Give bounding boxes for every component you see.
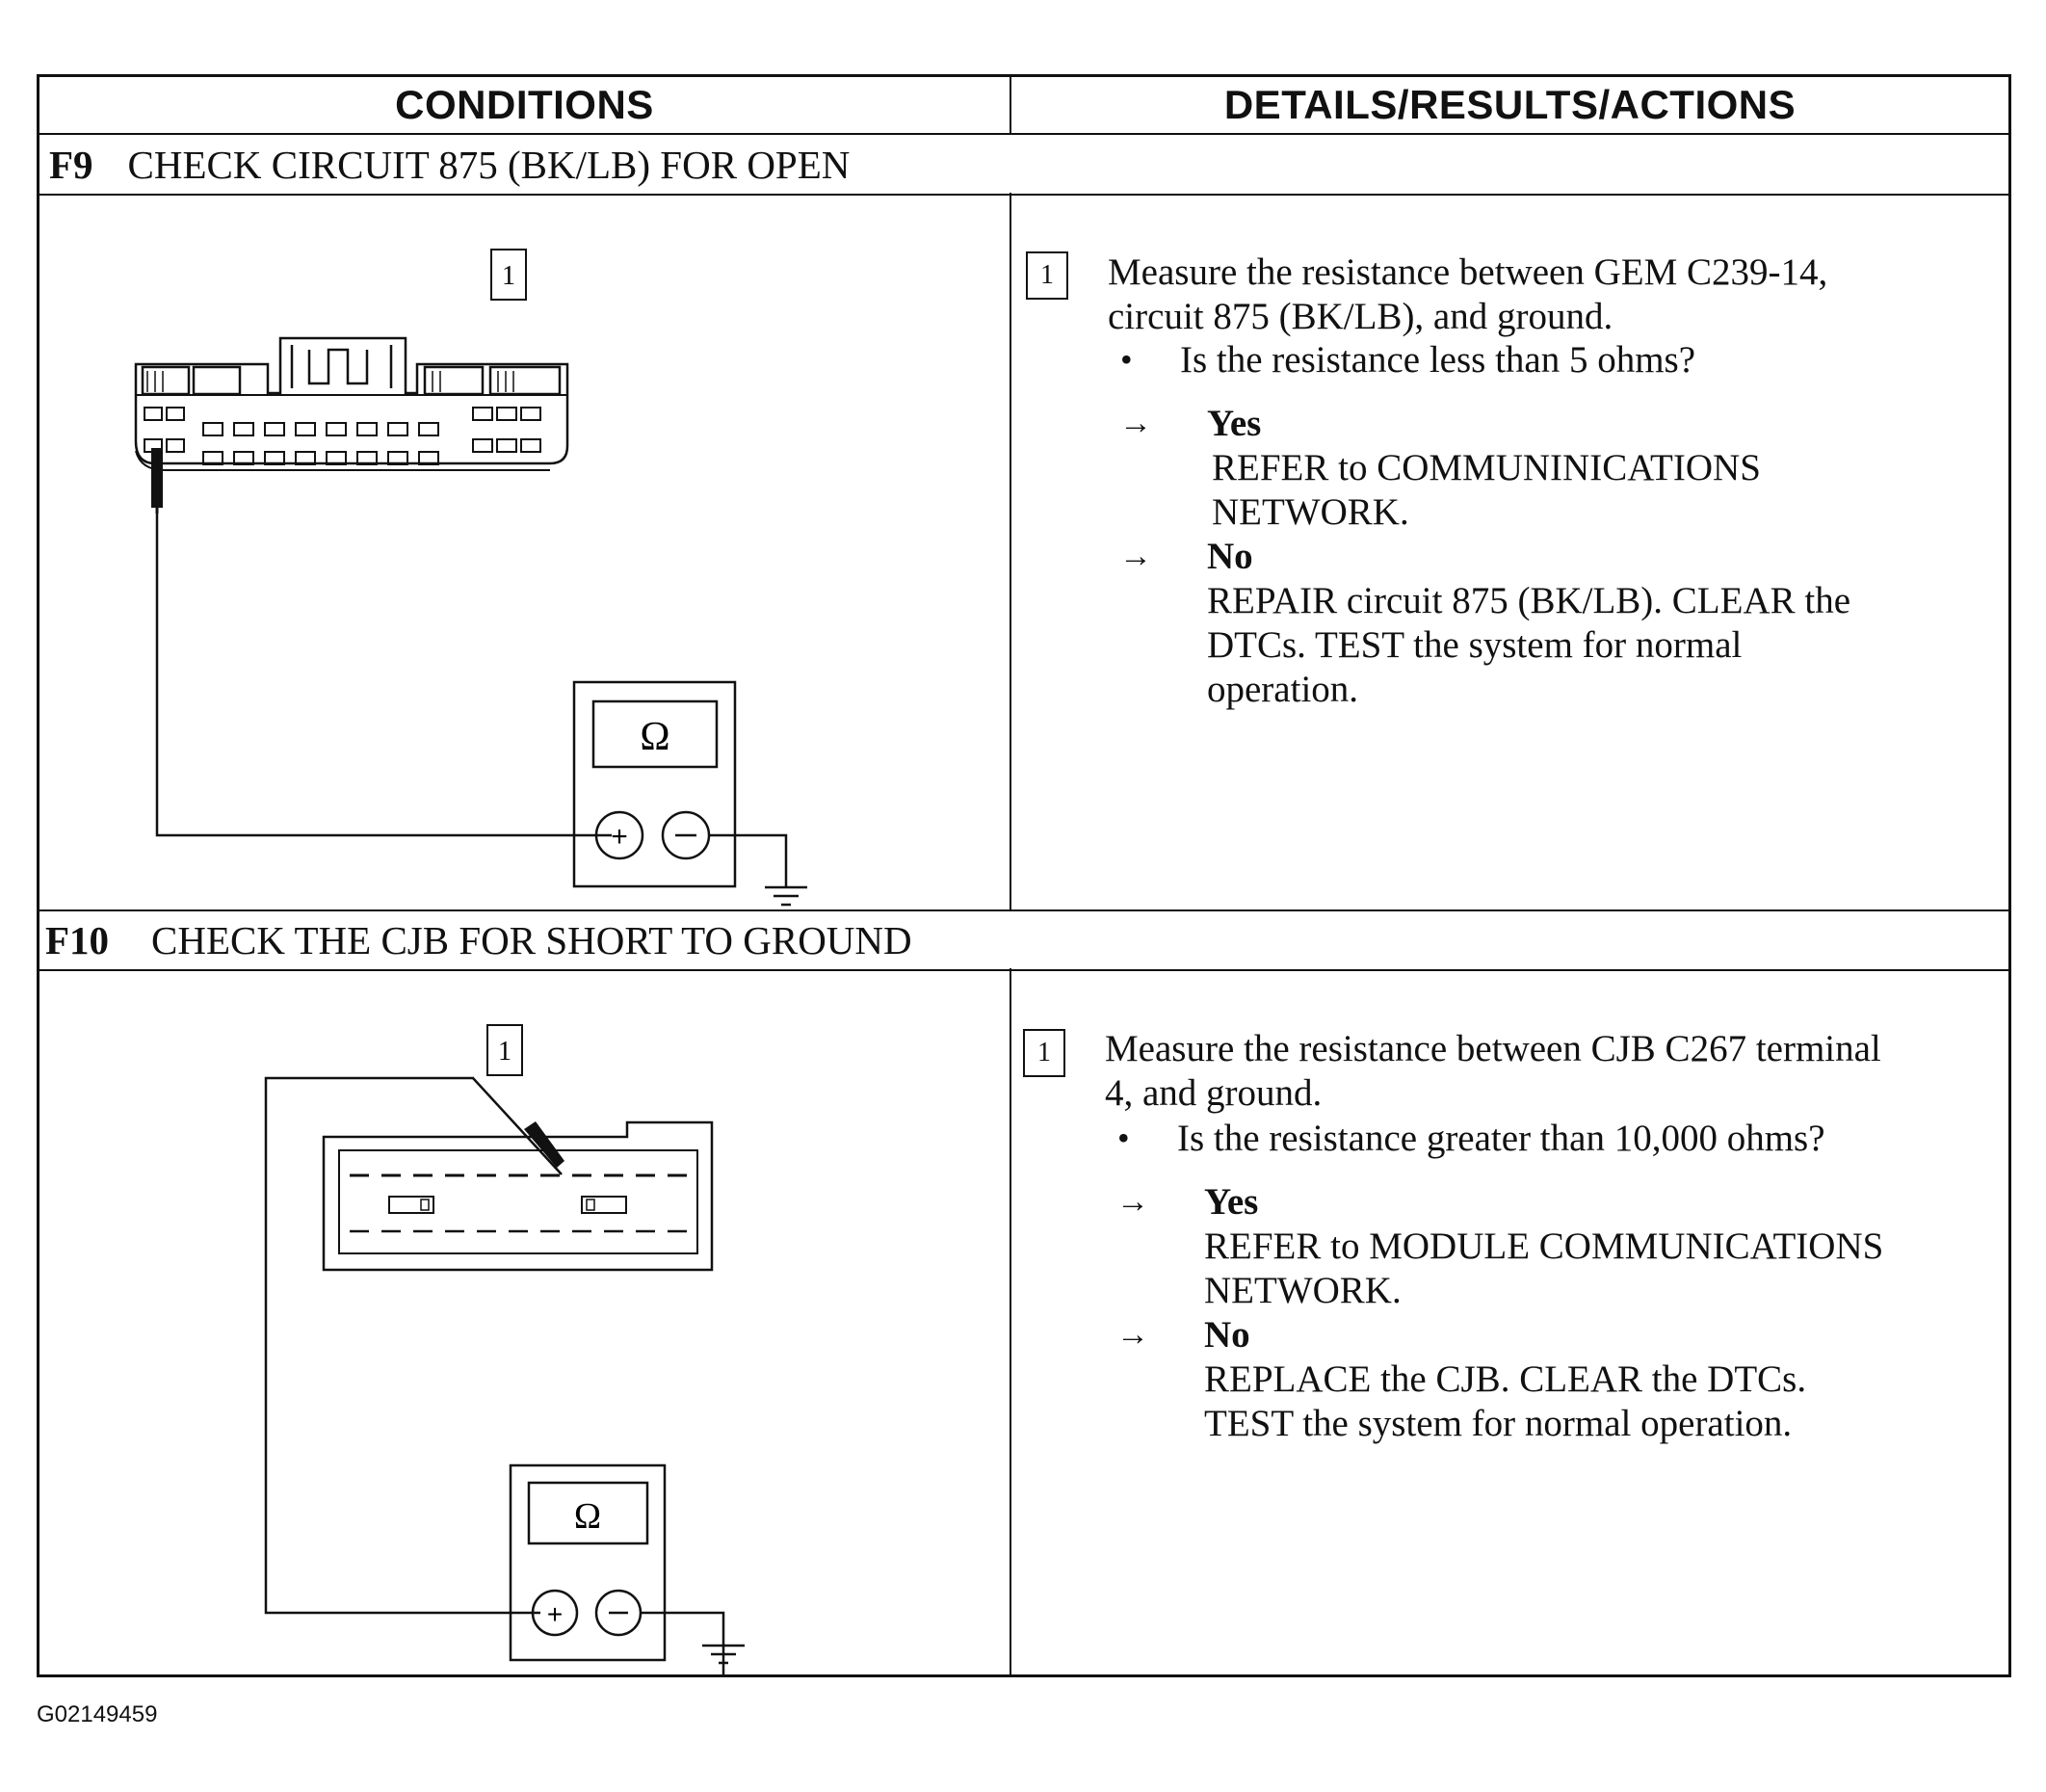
f10-step-badge: 1	[1023, 1029, 1065, 1077]
f9-details: 1 Measure the resistance between GEM C23…	[1011, 196, 2008, 909]
f9-title-band	[39, 135, 2008, 193]
conditions-header: CONDITIONS	[395, 82, 654, 127]
f9-yes-label: Yes	[1207, 403, 1262, 444]
diagnostic-table: CONDITIONS DETAILS/RESULTS/ACTIONS F9 CH…	[37, 74, 2011, 1677]
f9-yes-arrow: →	[1119, 406, 1152, 441]
f9-yes-line-2: NETWORK.	[1212, 491, 1409, 533]
f10-instruction-line-2: 4, and ground.	[1105, 1072, 1323, 1114]
step-f10-title: F10 CHECK THE CJB FOR SHORT TO GROUND	[39, 911, 912, 969]
f10-no-line-1: REPLACE the CJB. CLEAR the DTCs.	[1204, 1358, 1807, 1400]
f10-details: 1 Measure the resistance between CJB C26…	[1011, 971, 2008, 1676]
gem-connector	[134, 336, 569, 471]
f9-instruction: Measure the resistance between GEM C239-…	[1108, 250, 1827, 339]
ohmmeter: Ω +	[509, 1463, 667, 1662]
f9-no-label: No	[1207, 536, 1253, 577]
f10-title-rule	[39, 969, 2008, 971]
ohmmeter: Ω +	[572, 680, 737, 888]
f10-no-text: REPLACE the CJB. CLEAR the DTCs. TEST th…	[1204, 1357, 1806, 1446]
f9-figure-label: 1	[502, 261, 515, 291]
cjb-connector	[322, 1120, 714, 1272]
f10-yes-line-1: REFER to MODULE COMMUNICATIONS	[1204, 1225, 1884, 1267]
meter-probe	[151, 448, 163, 514]
f10-diagram-svg: 1 Ω	[264, 1024, 745, 1676]
negative-lead	[641, 1611, 725, 1676]
f9-figure-label-box	[490, 249, 527, 301]
f10-figure-label-box	[486, 1024, 523, 1076]
step-f9-id: F9	[49, 143, 93, 187]
step-f10-id: F10	[45, 918, 110, 962]
step-f10-heading: CHECK THE CJB FOR SHORT TO GROUND	[151, 918, 912, 962]
f9-yes-line-1: REFER to COMMUNINICATIONS	[1212, 447, 1761, 488]
f9-connector-diagram: 1	[39, 196, 1008, 909]
negative-lead	[709, 833, 788, 887]
f9-instruction-line-1: Measure the resistance between GEM C239-…	[1108, 251, 1828, 293]
f9-question: Is the resistance less than 5 ohms?	[1180, 339, 1696, 381]
meter-probe	[472, 1077, 564, 1175]
f9-no-line-2: DTCs. TEST the system for normal	[1207, 624, 1743, 666]
f10-figure-label: 1	[498, 1037, 512, 1067]
positive-lead	[264, 1076, 540, 1615]
f10-instruction: Measure the resistance between CJB C267 …	[1105, 1027, 1881, 1116]
f10-bullet: •	[1117, 1119, 1130, 1157]
f9-no-line-3: operation.	[1207, 669, 1359, 710]
f10-yes-line-2: NETWORK.	[1204, 1270, 1402, 1311]
f9-bullet: •	[1120, 340, 1133, 379]
f10-question: Is the resistance greater than 10,000 oh…	[1177, 1118, 1825, 1159]
f9-title-rule	[39, 194, 2008, 196]
step-f9-title: F9 CHECK CIRCUIT 875 (BK/LB) FOR OPEN	[39, 136, 850, 194]
f10-yes-label: Yes	[1204, 1181, 1259, 1223]
f10-top-rule	[39, 909, 2008, 911]
f9-no-arrow: →	[1119, 539, 1152, 574]
f9-step-badge: 1	[1026, 251, 1068, 300]
f10-no-arrow: →	[1116, 1317, 1149, 1353]
gem-connector-terminals	[144, 407, 541, 465]
f10-no-label: No	[1204, 1314, 1250, 1356]
column-divider	[1010, 77, 1011, 1676]
f9-diagram-svg: 1	[134, 249, 807, 907]
positive-terminal	[531, 1589, 579, 1637]
details-header: DETAILS/RESULTS/ACTIONS	[1223, 82, 1797, 127]
positive-terminal	[594, 810, 644, 860]
ground-icon	[765, 885, 807, 907]
f9-no-text: REPAIR circuit 875 (BK/LB). CLEAR the DT…	[1207, 579, 1850, 712]
step-f9-heading: CHECK CIRCUIT 875 (BK/LB) FOR OPEN	[127, 143, 851, 187]
positive-lead	[155, 514, 612, 837]
f9-yes-text: REFER to COMMUNINICATIONS NETWORK.	[1212, 446, 1761, 535]
f10-cjb-diagram: 1 Ω	[39, 971, 1008, 1676]
f10-instruction-line-1: Measure the resistance between CJB C267 …	[1105, 1028, 1881, 1069]
ground-icon	[702, 1644, 745, 1665]
header-rule	[39, 133, 2008, 135]
f9-no-line-1: REPAIR circuit 875 (BK/LB). CLEAR the	[1207, 580, 1851, 621]
figure-id: G02149459	[37, 1701, 158, 1727]
f10-title-band	[39, 911, 2008, 968]
ohm-symbol: Ω	[574, 1496, 601, 1537]
f9-instruction-line-2: circuit 875 (BK/LB), and ground.	[1108, 296, 1613, 337]
svg-text:+: +	[611, 821, 628, 853]
svg-text:+: +	[547, 1599, 563, 1629]
f10-yes-arrow: →	[1116, 1184, 1149, 1220]
f10-no-line-2: TEST the system for normal operation.	[1204, 1403, 1793, 1444]
f10-yes-text: REFER to MODULE COMMUNICATIONS NETWORK.	[1204, 1225, 1883, 1313]
ohm-symbol: Ω	[640, 715, 669, 759]
